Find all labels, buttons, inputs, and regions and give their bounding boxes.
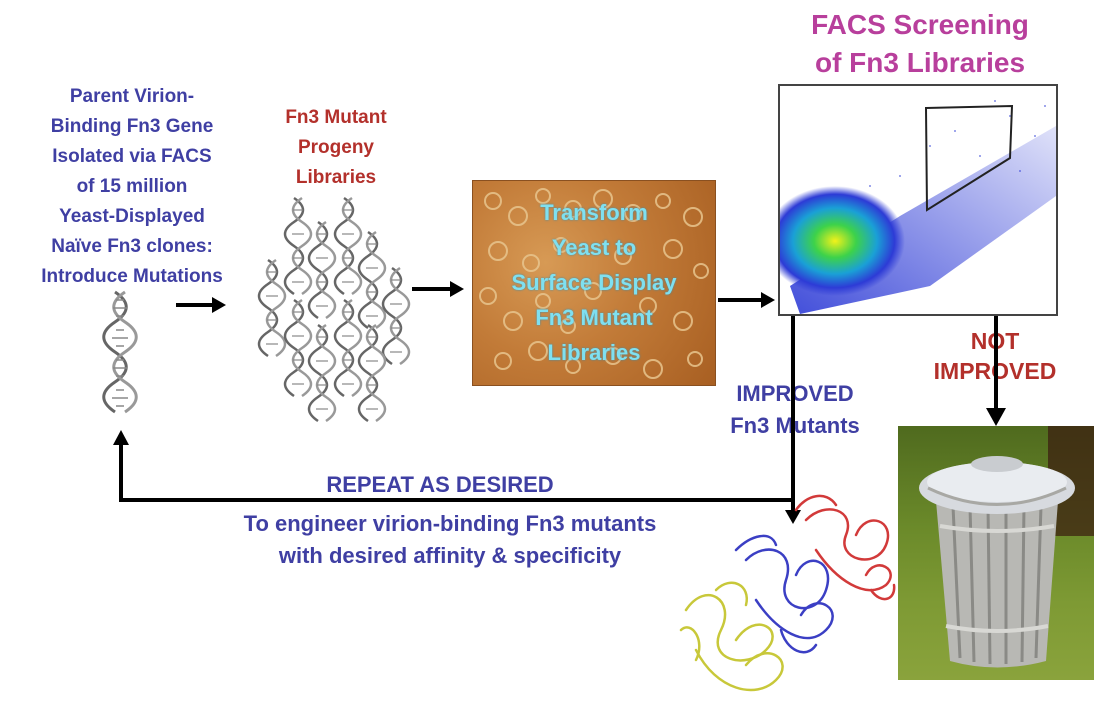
engineer-text: To engineer virion-binding Fn3 mutants w…: [243, 511, 657, 568]
yeast-microscopy-image: Transform Yeast to Surface Display Fn3 M…: [472, 180, 716, 386]
parent-dna-helix-icon: [102, 290, 138, 414]
facs-screening-title: FACS Screening of Fn3 Libraries: [811, 9, 1029, 78]
facs-gate-outline: [924, 104, 1014, 212]
transform-yeast-text: Transform Yeast to Surface Display Fn3 M…: [511, 200, 677, 365]
trash-can-image: [898, 426, 1094, 680]
parent-gene-text: Parent Virion- Binding Fn3 Gene Isolated…: [41, 86, 223, 287]
protein-structure-image: [679, 494, 896, 692]
repeat-text: REPEAT AS DESIRED: [326, 472, 554, 497]
flow-arrows: [113, 281, 1006, 524]
facs-scatter-plot: [778, 84, 1058, 316]
progeny-libraries-text: Fn3 Mutant Progeny Libraries: [285, 107, 387, 188]
progeny-dna-helices-icon: [257, 196, 411, 423]
